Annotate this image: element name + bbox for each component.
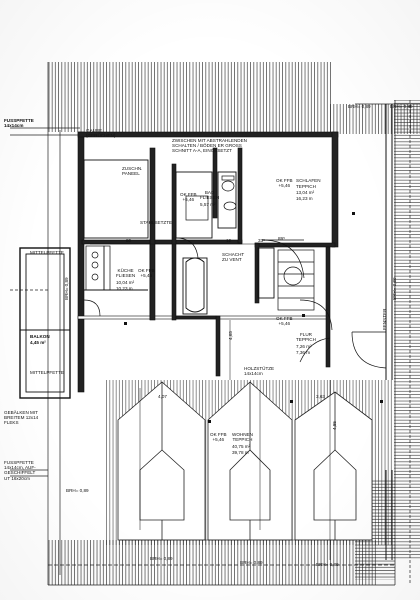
dim-80: 80	[126, 238, 132, 243]
dim-485: 4,85	[332, 421, 337, 430]
kitchen-counter	[85, 245, 111, 291]
room-kueche-ok: OK FFB +5,46	[138, 268, 155, 279]
room-bad-area: 5,57 m²	[200, 202, 216, 207]
kuechen-fenster-label: ZUSCHN. PANEEL	[122, 166, 143, 177]
brh-right-label: BRH= 0,89	[392, 277, 397, 300]
dim-465: 4,65	[228, 331, 233, 340]
construction-lines	[10, 62, 420, 586]
brh-bottom4-label: BRH= 0,89	[66, 488, 89, 493]
room-flur-ok: OK FFB +5,46	[276, 316, 293, 327]
walls	[77, 131, 339, 393]
partitions	[19, 159, 275, 399]
dim-363: 3,63	[316, 394, 325, 399]
gebaelk-note: GEBÄLKEN MIT BREITEM 12x14 FLEKS	[4, 410, 39, 426]
room-balkon-area: 4,45 m²	[30, 340, 46, 345]
room-kueche-name: KÜCHE FLIESEN	[116, 268, 136, 279]
stahlsetzte-label: STAHLSETZTE	[140, 220, 173, 225]
room-bad-ok: OK FFB +5,46	[180, 192, 197, 203]
gaube-note: GAUBE (GERÜCHEN)	[86, 128, 116, 139]
mittelpfette-lower-label: MITTELPFETTE	[30, 370, 64, 375]
room-flur-area: 7,26 m²	[296, 344, 312, 349]
schacht-label: SCHACHT ZU VENT	[222, 252, 245, 263]
fenster-label: FENSTER	[382, 308, 387, 330]
dormer-outlines	[117, 381, 373, 541]
brh-top-label: BRH= 0,89	[348, 104, 371, 109]
brh-left-label: BRH= 0,89	[64, 277, 69, 300]
brh-bottom2-label: BRH= 0,89	[240, 560, 263, 565]
room-kueche-area: 10,04 m²	[116, 280, 135, 285]
room-flur-area2: 7,36 m	[296, 350, 311, 355]
room-schlafen-name: SCHLAFEN	[296, 178, 321, 183]
room-flur-name: FLUR TEPPICH	[296, 332, 316, 343]
room-schlafen-ok: OK FFB +5,46	[276, 178, 293, 189]
brh-bottom1-label: BRH= 0,89	[150, 556, 173, 561]
fusspfette-top-label: FUSSPFETTE 14x14cm	[4, 118, 34, 129]
dim-335: 33⁵	[258, 238, 266, 243]
room-wohnen-name: WOHNEN TEPPICH	[232, 432, 253, 443]
fusspfette-bottom-label: FUSSPFETTE 14x14cm, AUF- GESCHIFFELT UT …	[4, 460, 36, 481]
brh-top2-label: BRH= 0,89	[390, 104, 413, 109]
room-schlafen-area: 13,04 m²	[296, 190, 315, 195]
room-balkon-name: BALKON	[30, 334, 50, 339]
window-marks	[385, 104, 393, 560]
holzstuetze-label: HOLZSTÜTZE 14x14cm	[244, 366, 275, 377]
room-schlafen-floor: TEPPICH	[296, 184, 316, 189]
room-bad-name: BAD FLIESEN	[200, 190, 220, 201]
room-schlafen-area2: 16,23 m	[296, 196, 313, 201]
room-wohnen-area2: 39,78 m	[232, 450, 249, 455]
stair	[277, 249, 315, 311]
room-wohnen-ok: OK FFB +5,46	[210, 432, 227, 443]
brh-bottom3-label: BRH= 0,89	[316, 562, 339, 567]
door-swings	[83, 237, 387, 369]
dim-125: 12	[226, 238, 232, 243]
mittelpfette-upper-label: MITTELPFETTE	[30, 250, 64, 255]
room-wohnen-area: 40,75 m²	[232, 444, 251, 449]
dim-895: 89⁵	[278, 236, 286, 241]
room-kueche-area2: 10,23 m	[116, 286, 133, 291]
dimension-lines	[90, 243, 372, 560]
dim-407: 4,07	[158, 394, 167, 399]
zwischen-note: ZWISCHEN MIT ABSTRAHLENDEN SCHALTEN / BÖ…	[172, 138, 247, 154]
symbol-markers	[124, 212, 383, 423]
bath-fixtures	[185, 175, 237, 221]
